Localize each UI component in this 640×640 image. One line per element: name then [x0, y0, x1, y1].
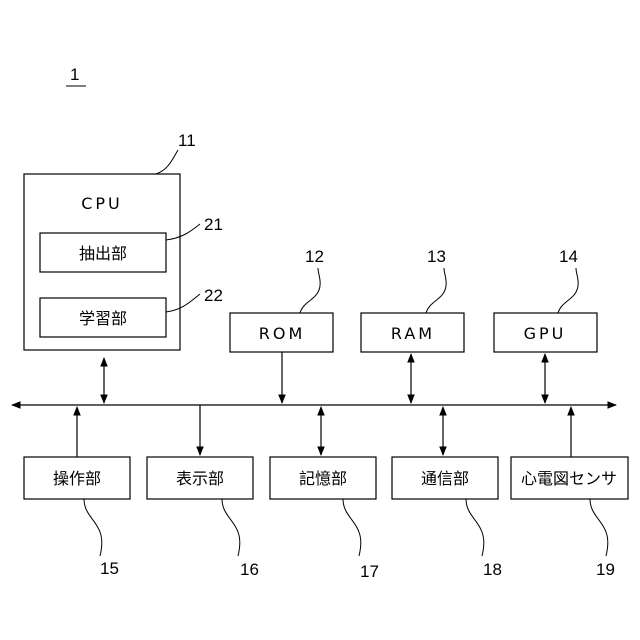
learning-unit-ref: 22: [204, 286, 223, 305]
ram-label: RAM: [391, 324, 435, 343]
gpu-block: GPU 14: [494, 247, 597, 352]
communication-unit-label: 通信部: [421, 469, 469, 488]
operation-unit-label: 操作部: [53, 469, 101, 488]
learning-unit-label: 学習部: [79, 309, 127, 328]
cpu-block: CPU 抽出部 学習部 11 21 22: [24, 131, 223, 350]
ecg-sensor-ref-leader: [590, 499, 608, 556]
rom-block: ROM 12: [230, 247, 333, 352]
extraction-unit-label: 抽出部: [79, 244, 127, 263]
rom-ref: 12: [305, 247, 324, 266]
operation-unit-ref: 15: [100, 559, 119, 578]
display-unit-block: 表示部 16: [147, 457, 259, 579]
storage-unit-block: 記憶部 17: [270, 457, 379, 581]
storage-unit-ref-leader: [343, 499, 361, 556]
operation-unit-ref-leader: [84, 499, 102, 556]
gpu-ref: 14: [559, 247, 578, 266]
gpu-label: GPU: [524, 324, 567, 343]
cpu-ref-leader: [156, 150, 178, 174]
display-unit-label: 表示部: [176, 469, 224, 488]
ecg-sensor-block: 心電図センサ 19: [511, 457, 628, 579]
communication-unit-block: 通信部 18: [392, 457, 502, 579]
storage-unit-ref: 17: [360, 562, 379, 581]
ram-ref: 13: [427, 247, 446, 266]
storage-unit-label: 記憶部: [299, 469, 347, 488]
ram-ref-leader: [426, 268, 446, 313]
ecg-sensor-ref: 19: [596, 560, 615, 579]
cpu-label: CPU: [81, 194, 123, 213]
gpu-ref-leader: [558, 268, 578, 313]
cpu-ref: 11: [178, 131, 196, 150]
display-unit-ref-leader: [222, 499, 240, 556]
communication-unit-ref-leader: [466, 499, 484, 556]
communication-unit-ref: 18: [483, 560, 502, 579]
display-unit-ref: 16: [240, 560, 259, 579]
rom-label: ROM: [259, 324, 306, 343]
ecg-sensor-label: 心電図センサ: [521, 469, 617, 488]
extraction-unit-ref: 21: [204, 215, 223, 234]
rom-ref-leader: [300, 268, 320, 313]
ram-block: RAM 13: [361, 247, 464, 352]
operation-unit-block: 操作部 15: [24, 457, 130, 578]
figure-ref: 1: [70, 65, 79, 84]
